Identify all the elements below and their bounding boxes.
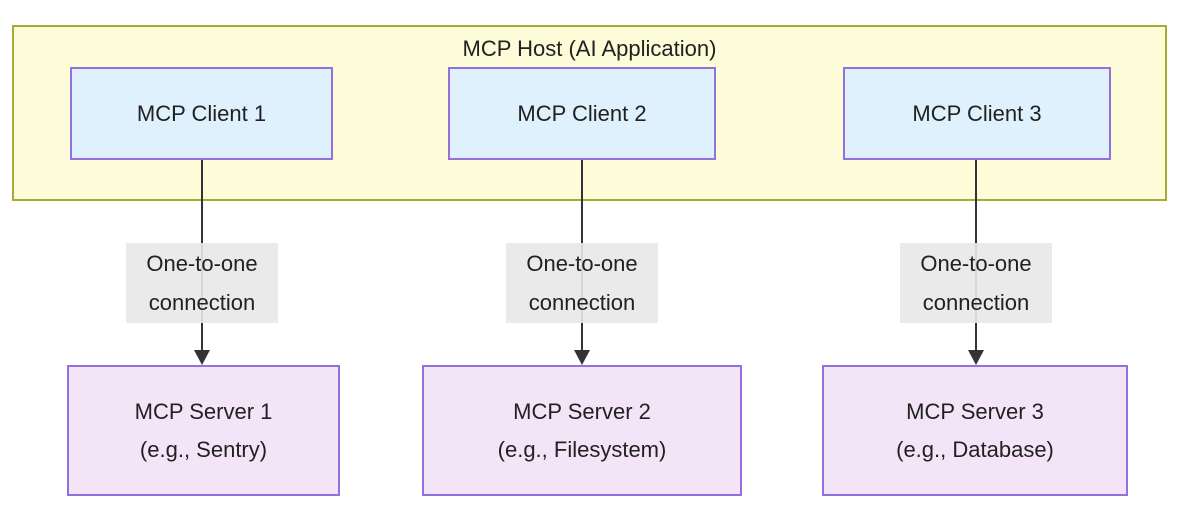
client-2-label: MCP Client 2 [517,100,647,126]
client-1-label: MCP Client 1 [136,100,267,126]
server-1-name: MCP Server 1 [134,398,273,424]
server-1-example: (e.g., Sentry) [139,436,268,462]
server-3-example: (e.g., Database) [896,436,1054,462]
edge-label-3-line2: connection [922,290,1030,315]
client-1-node: MCP Client 1 [70,67,333,160]
edge-label-2-line1: One-to-one [526,251,638,276]
server-1-node: MCP Server 1 (e.g., Sentry) [67,365,340,496]
edge-label-2-line2: connection [528,290,636,315]
arrowhead-icon-2 [574,350,590,365]
client-3-node: MCP Client 3 [843,67,1111,160]
edge-label-1-line1: One-to-one [146,251,258,276]
edge-label-2: One-to-one connection [506,243,658,323]
arrowhead-icon-1 [194,350,210,365]
edge-label-3: One-to-one connection [900,243,1052,323]
client-3-label: MCP Client 3 [912,100,1042,126]
server-2-example: (e.g., Filesystem) [497,436,667,462]
client-2-node: MCP Client 2 [448,67,716,160]
server-2-node: MCP Server 2 (e.g., Filesystem) [422,365,742,496]
edge-label-3-line1: One-to-one [920,251,1032,276]
host-title: MCP Host (AI Application) [462,36,717,61]
server-3-node: MCP Server 3 (e.g., Database) [822,365,1128,496]
arrowhead-icon-3 [968,350,984,365]
edge-label-1: One-to-one connection [126,243,278,323]
server-3-name: MCP Server 3 [906,398,1044,424]
server-2-name: MCP Server 2 [513,398,651,424]
edge-label-1-line2: connection [148,290,256,315]
